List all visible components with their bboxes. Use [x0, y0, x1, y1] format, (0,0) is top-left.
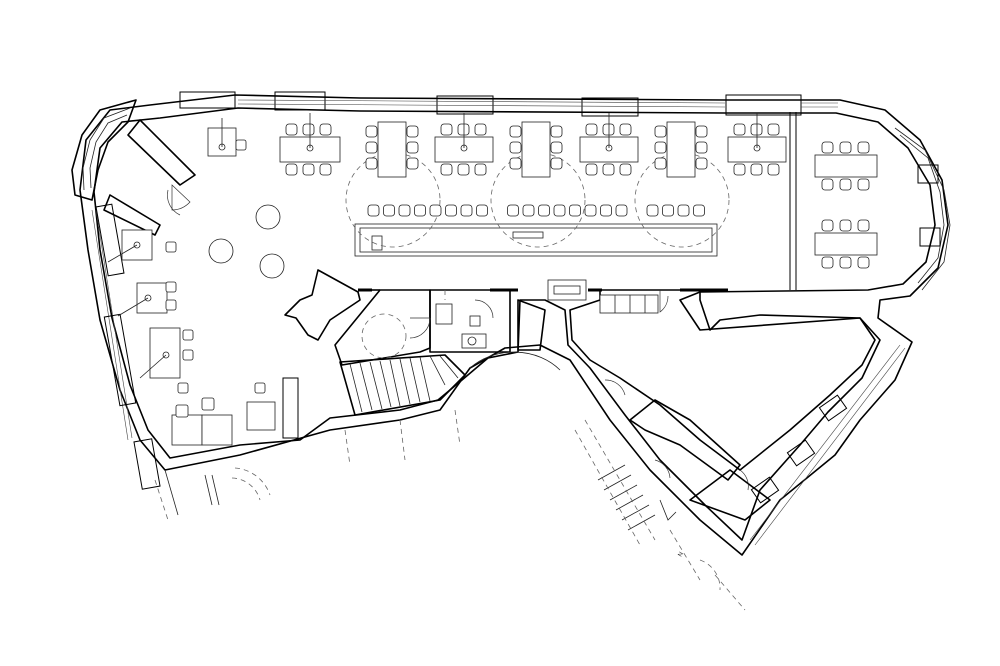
dining-table: [521, 121, 551, 178]
kitchen-equipment: [547, 279, 669, 314]
chair: [585, 163, 598, 176]
chair: [440, 163, 453, 176]
chair: [445, 204, 457, 217]
chair: [365, 157, 378, 170]
staircase: [339, 354, 466, 416]
chair: [677, 204, 690, 217]
chair: [857, 141, 870, 154]
interior-walls: [103, 112, 876, 521]
pendant-lights: [345, 152, 730, 359]
chair: [383, 204, 395, 217]
toilet: [435, 303, 453, 325]
chair: [285, 123, 298, 136]
left-tables: [107, 118, 266, 394]
chair: [821, 219, 834, 232]
chair: [406, 141, 419, 154]
dining-tables: [279, 113, 787, 178]
chair: [619, 123, 632, 136]
chair: [733, 123, 746, 136]
chair: [319, 123, 332, 136]
chair: [857, 219, 870, 232]
chair: [522, 204, 535, 217]
chair: [553, 204, 566, 217]
chair: [693, 204, 705, 217]
chair: [695, 141, 708, 154]
outer-walls: [71, 91, 951, 556]
chair: [476, 204, 488, 217]
chair: [821, 256, 834, 269]
chair: [662, 204, 674, 217]
chair: [839, 141, 852, 154]
chair: [619, 163, 632, 176]
chair: [302, 163, 315, 176]
chair: [821, 178, 834, 191]
chair: [750, 163, 763, 176]
chair: [285, 163, 298, 176]
chair: [654, 141, 667, 154]
chair: [507, 204, 519, 217]
chair: [509, 125, 522, 138]
north-label: N: [678, 551, 685, 558]
chair: [367, 204, 380, 217]
right-dining-tables: [814, 141, 878, 269]
chair: [406, 125, 419, 138]
chair: [600, 204, 612, 217]
chair: [750, 123, 763, 136]
chair: [857, 178, 870, 191]
chair: [615, 204, 628, 217]
chair: [365, 141, 378, 154]
chair: [440, 123, 453, 136]
chair: [602, 123, 615, 136]
chair: [474, 123, 487, 136]
chair: [569, 204, 581, 217]
chair: [550, 157, 563, 170]
chair: [654, 157, 667, 170]
chair: [821, 141, 834, 154]
chair: [406, 157, 419, 170]
chair: [839, 256, 852, 269]
chair: [733, 163, 746, 176]
chair: [767, 163, 780, 176]
bar-stools: [367, 204, 705, 217]
lounge-round-tables: [208, 204, 285, 279]
chair: [302, 123, 315, 136]
chair: [550, 141, 563, 154]
chair: [509, 141, 522, 154]
chair: [319, 163, 332, 176]
chair: [365, 125, 378, 138]
chair: [457, 163, 470, 176]
doors: [167, 184, 749, 491]
chair: [460, 204, 473, 217]
exterior-elements: [154, 351, 746, 611]
chair: [550, 125, 563, 138]
dining-table: [377, 121, 407, 178]
dining-table: [666, 121, 696, 178]
chair: [646, 204, 659, 217]
chair: [474, 163, 487, 176]
sofa-seating: [171, 397, 276, 446]
bar-counter: [354, 223, 718, 257]
chair: [398, 204, 411, 217]
chair: [839, 178, 852, 191]
chair: [585, 123, 598, 136]
chair: [654, 125, 667, 138]
chair: [857, 256, 870, 269]
chair: [538, 204, 550, 217]
chair: [457, 123, 470, 136]
chair: [509, 157, 522, 170]
chair: [767, 123, 780, 136]
chair: [584, 204, 597, 217]
chair: [414, 204, 426, 217]
chair: [839, 219, 852, 232]
chair: [695, 157, 708, 170]
chair: [429, 204, 442, 217]
chair: [695, 125, 708, 138]
chair: [602, 163, 615, 176]
